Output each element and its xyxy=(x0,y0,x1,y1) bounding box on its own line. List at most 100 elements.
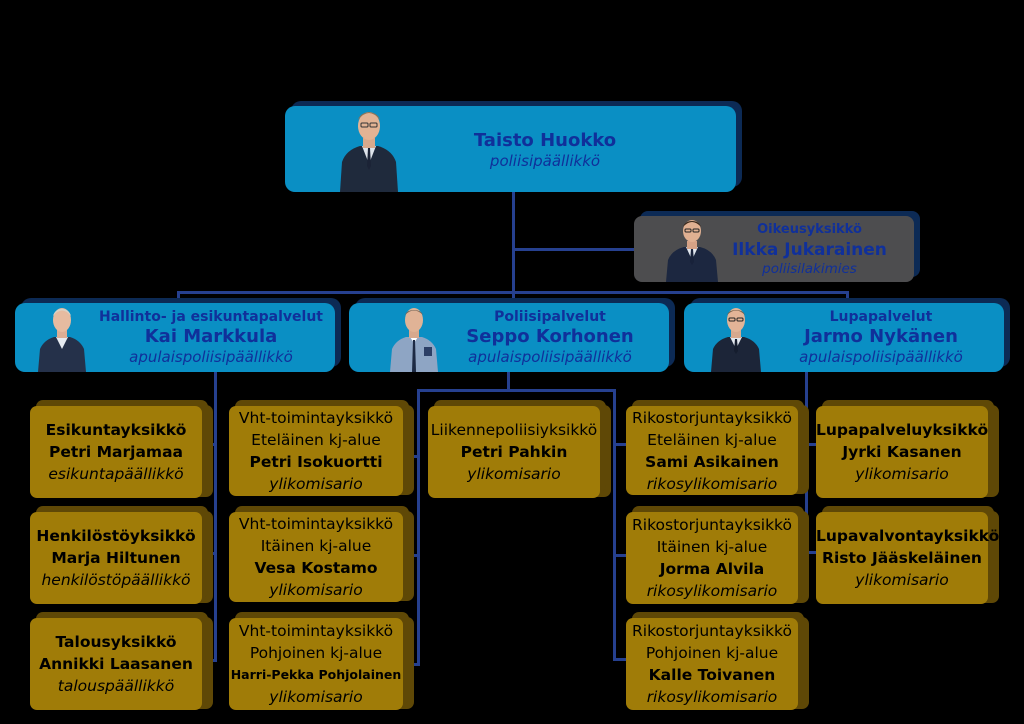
unit-lupapalvelu-title: ylikomisario xyxy=(855,465,949,483)
unit-box-lupavalvonta: Lupavalvontayksikkö Risto Jääskeläinen y… xyxy=(816,512,1000,604)
connector-vht-h2 xyxy=(410,554,420,557)
connector-div3 xyxy=(846,291,849,305)
connector-division-bar xyxy=(177,291,849,294)
division-police-unit: Poliisipalvelut xyxy=(494,309,606,325)
unit-liikenne-name: Liikennepoliisiyksikkö xyxy=(430,421,598,439)
connector-vht-h1 xyxy=(410,455,420,458)
division-police-photo xyxy=(390,308,438,372)
connector-vht-vertical xyxy=(417,389,420,666)
connector-rik-h1 xyxy=(613,443,627,446)
connector-vht-h3 xyxy=(410,663,420,666)
legal-text: Oikeusyksikkö Ilkka Jukarainen poliisila… xyxy=(712,221,907,277)
unit-rik-east-area: Itäinen kj-alue xyxy=(656,538,768,556)
unit-box-lupapalvelu: Lupapalveluyksikkö Jyrki Kasanen ylikomi… xyxy=(816,406,988,498)
unit-box-vht-south: Vht-toimintayksikkö Eteläinen kj-alue Pe… xyxy=(229,406,403,496)
unit-liikenne-title: ylikomisario xyxy=(467,465,561,483)
unit-vht-north-person: Harri-Pekka Pohjolainen xyxy=(230,667,402,682)
unit-vht-north-area: Pohjoinen kj-alue xyxy=(249,644,383,662)
unit-box-talous: Talousyksikkö Annikki Laasanen talouspää… xyxy=(30,618,202,710)
unit-vht-east-name: Vht-toimintayksikkö xyxy=(238,515,394,533)
unit-rik-north-area: Pohjoinen kj-alue xyxy=(645,644,779,662)
division-permit-title: apulaispoliisipäällikkö xyxy=(799,348,963,366)
connector-mid-bar xyxy=(417,389,616,392)
unit-lupapalvelu-person: Jyrki Kasanen xyxy=(842,443,962,461)
unit-rik-east-title: rikosylikomisario xyxy=(646,582,778,600)
unit-talous-name: Talousyksikkö xyxy=(55,633,177,651)
unit-lupapalvelu-name: Lupapalveluyksikkö xyxy=(816,421,989,439)
connector-legal xyxy=(512,248,638,251)
unit-box-henkilosto: Henkilöstöyksikkö Marja Hiltunen henkilö… xyxy=(30,512,202,604)
division-admin-name: Kai Markkula xyxy=(144,326,278,347)
unit-vht-south-name: Vht-toimintayksikkö xyxy=(238,409,394,427)
unit-rik-south-area: Eteläinen kj-alue xyxy=(647,430,777,449)
unit-box-vht-north: Vht-toimintayksikkö Pohjoinen kj-alue Ha… xyxy=(229,618,403,710)
unit-box-rik-north: Rikostorjuntayksikkö Pohjoinen kj-alue K… xyxy=(626,618,798,710)
division-permit-name: Jarmo Nykänen xyxy=(804,326,958,347)
connector-rik-h3 xyxy=(613,658,627,661)
connector-div1 xyxy=(177,291,180,305)
unit-box-rik-east: Rikostorjuntayksikkö Itäinen kj-alue Jor… xyxy=(626,512,798,604)
unit-rik-north-name: Rikostorjuntayksikkö xyxy=(632,622,792,640)
legal-title: poliisilakimies xyxy=(762,261,857,277)
connector-right-vertical xyxy=(805,372,808,554)
unit-vht-north-name: Vht-toimintayksikkö xyxy=(238,622,394,640)
division-police-text: Poliisipalvelut Seppo Korhonen apulaispo… xyxy=(440,308,660,367)
unit-lupavalvonta-person: Risto Jääskeläinen xyxy=(822,549,982,567)
division-admin-text: Hallinto- ja esikuntapalvelut Kai Markku… xyxy=(92,308,330,367)
unit-rik-north-title: rikosylikomisario xyxy=(646,688,778,706)
chief-photo xyxy=(340,112,398,192)
unit-lupavalvonta-title: ylikomisario xyxy=(855,571,949,589)
unit-box-esikunta: Esikuntayksikkö Petri Marjamaa esikuntap… xyxy=(30,406,202,498)
division-permit-text: Lupapalvelut Jarmo Nykänen apulaispoliis… xyxy=(768,308,994,367)
unit-talous-title: talouspäällikkö xyxy=(57,677,175,695)
unit-vht-east-title: ylikomisario xyxy=(269,581,363,599)
legal-photo xyxy=(666,220,718,282)
unit-vht-east-person: Vesa Kostamo xyxy=(254,559,378,577)
division-permit-photo xyxy=(711,308,761,372)
connector-rik-vertical xyxy=(613,389,616,661)
unit-vht-south-area: Eteläinen kj-alue xyxy=(251,431,381,449)
connector-left-h3 xyxy=(207,659,217,662)
division-admin-photo xyxy=(38,308,86,372)
division-permit-unit: Lupapalvelut xyxy=(829,309,933,325)
unit-vht-south-person: Petri Isokuortti xyxy=(249,453,383,471)
unit-vht-north-title: ylikomisario xyxy=(269,688,363,706)
unit-henkilosto-title: henkilöstöpäällikkö xyxy=(41,571,191,589)
division-admin-title: apulaispoliisipäällikkö xyxy=(129,348,293,366)
unit-box-rik-south: Rikostorjuntayksikkö Eteläinen kj-alue S… xyxy=(626,406,798,495)
unit-liikenne-person: Petri Pahkin xyxy=(460,443,568,461)
unit-box-vht-east: Vht-toimintayksikkö Itäinen kj-alue Vesa… xyxy=(229,512,403,602)
unit-esikunta-title: esikuntapäällikkö xyxy=(48,465,184,483)
chief-title: poliisipäällikkö xyxy=(489,152,601,170)
legal-unit: Oikeusyksikkö xyxy=(757,222,862,237)
unit-rik-east-person: Jorma Alvila xyxy=(659,560,765,578)
unit-vht-south-title: ylikomisario xyxy=(269,475,363,493)
chief-name: Taisto Huokko xyxy=(473,130,617,151)
unit-lupavalvonta-name: Lupavalvontayksikkö xyxy=(816,527,1000,545)
unit-rik-north-person: Kalle Toivanen xyxy=(648,666,776,684)
division-police-title: apulaispoliisipäällikkö xyxy=(468,348,632,366)
unit-rik-south-title: rikosylikomisario xyxy=(646,474,778,493)
connector-left-vertical xyxy=(214,372,217,662)
connector-mid-vertical xyxy=(507,372,510,392)
legal-name: Ilkka Jukarainen xyxy=(732,240,887,260)
unit-esikunta-name: Esikuntayksikkö xyxy=(45,421,187,439)
unit-henkilosto-name: Henkilöstöyksikkö xyxy=(36,527,196,545)
division-police-name: Seppo Korhonen xyxy=(466,326,634,347)
connector-left-h1 xyxy=(207,443,217,446)
connector-right-h2 xyxy=(805,551,817,554)
unit-rik-south-name: Rikostorjuntayksikkö xyxy=(632,408,792,427)
unit-box-liikenne: Liikennepoliisiyksikkö Petri Pahkin ylik… xyxy=(428,406,600,498)
unit-rik-east-name: Rikostorjuntayksikkö xyxy=(632,516,792,534)
unit-henkilosto-person: Marja Hiltunen xyxy=(51,549,181,567)
connector-left-h2 xyxy=(207,552,217,555)
division-admin-unit: Hallinto- ja esikuntapalvelut xyxy=(99,309,323,325)
connector-chief-down xyxy=(512,192,515,300)
connector-rik-h2 xyxy=(613,554,627,557)
unit-talous-person: Annikki Laasanen xyxy=(39,655,193,673)
connector-right-h1 xyxy=(805,443,817,446)
unit-esikunta-person: Petri Marjamaa xyxy=(48,443,183,461)
chief-text: Taisto Huokko poliisipäällikkö xyxy=(420,130,670,171)
unit-vht-east-area: Itäinen kj-alue xyxy=(260,537,372,555)
unit-rik-south-person: Sami Asikainen xyxy=(645,452,779,471)
